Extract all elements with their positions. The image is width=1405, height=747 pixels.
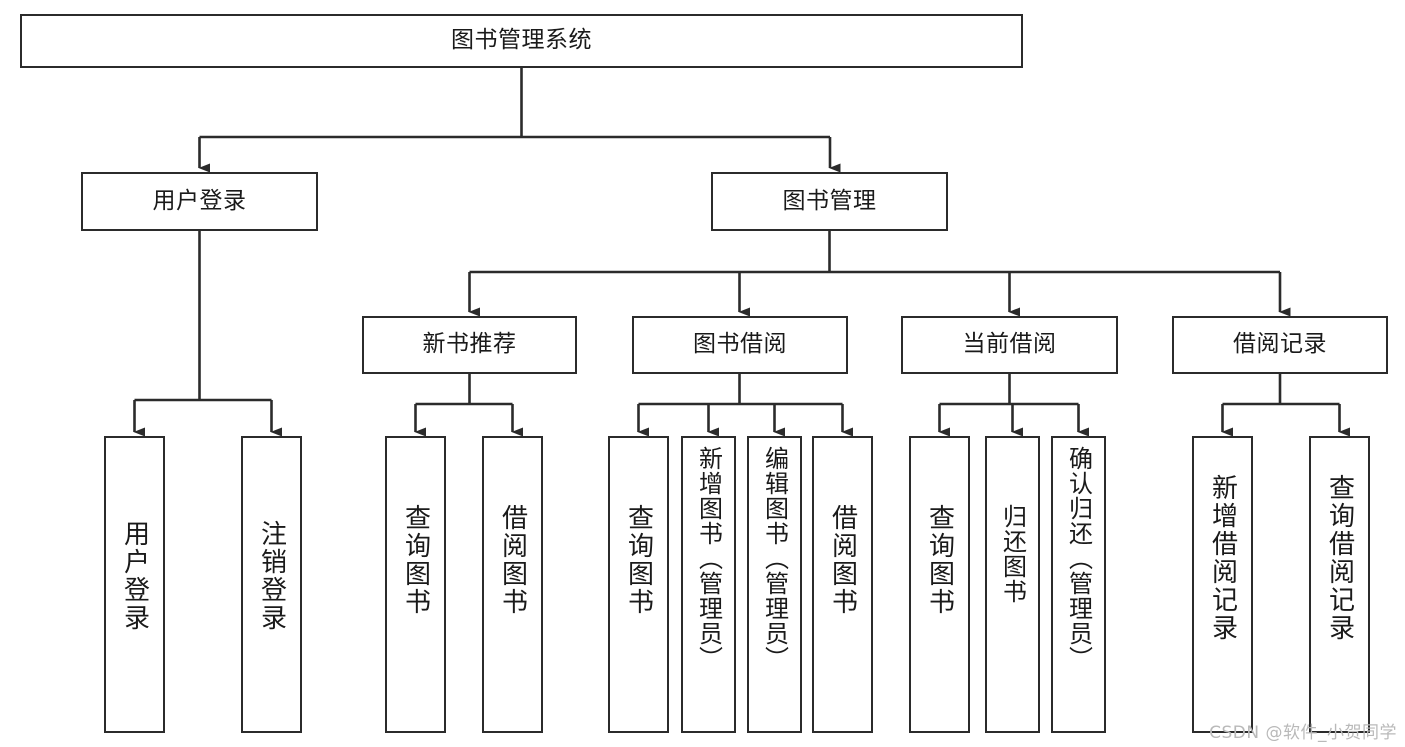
leaf-borrow-book-1[interactable]: 借阅图书: [482, 436, 543, 733]
leaf-confirm-return-label: 确认归还（管理员）: [1064, 446, 1093, 671]
leaf-user-login-label: 用户登录: [119, 520, 150, 632]
leaf-add-book[interactable]: 新增图书（管理员）: [681, 436, 736, 733]
node-root[interactable]: 图书管理系统: [20, 14, 1023, 68]
leaf-add-record-label: 新增借阅记录: [1207, 474, 1238, 642]
leaf-add-record[interactable]: 新增借阅记录: [1192, 436, 1253, 733]
csdn-watermark: CSDN @软件_小贺同学: [1209, 723, 1397, 743]
node-user-login[interactable]: 用户登录: [81, 172, 318, 231]
node-book-borrow[interactable]: 图书借阅: [632, 316, 848, 374]
leaf-query-record-label: 查询借阅记录: [1324, 474, 1355, 642]
leaf-edit-book[interactable]: 编辑图书（管理员）: [747, 436, 802, 733]
leaf-return-book-label: 归还图书: [998, 504, 1027, 604]
leaf-logout-label: 注销登录: [256, 520, 287, 632]
node-book-borrow-label: 图书借阅: [693, 331, 787, 358]
leaf-query-book-2-label: 查询图书: [623, 504, 654, 616]
leaf-query-book-2[interactable]: 查询图书: [608, 436, 669, 733]
leaf-add-book-label: 新增图书（管理员）: [694, 446, 723, 671]
leaf-logout[interactable]: 注销登录: [241, 436, 302, 733]
leaf-edit-book-label: 编辑图书（管理员）: [760, 446, 789, 671]
leaf-user-login[interactable]: 用户登录: [104, 436, 165, 733]
node-new-book-rec-label: 新书推荐: [422, 331, 517, 358]
node-book-manage[interactable]: 图书管理: [711, 172, 948, 231]
leaf-query-book-3-label: 查询图书: [924, 504, 955, 616]
leaf-query-record[interactable]: 查询借阅记录: [1309, 436, 1370, 733]
node-new-book-rec[interactable]: 新书推荐: [362, 316, 577, 374]
leaf-confirm-return[interactable]: 确认归还（管理员）: [1051, 436, 1106, 733]
node-book-manage-label: 图书管理: [782, 187, 877, 214]
node-borrow-record[interactable]: 借阅记录: [1172, 316, 1388, 374]
node-borrow-record-label: 借阅记录: [1233, 331, 1327, 358]
leaf-query-book-1-label: 查询图书: [400, 504, 431, 616]
leaf-query-book-1[interactable]: 查询图书: [385, 436, 446, 733]
node-current-borrow[interactable]: 当前借阅: [901, 316, 1118, 374]
node-user-login-label: 用户登录: [152, 187, 247, 214]
leaf-query-book-3[interactable]: 查询图书: [909, 436, 970, 733]
leaf-borrow-book-2[interactable]: 借阅图书: [812, 436, 873, 733]
leaf-borrow-book-1-label: 借阅图书: [497, 504, 528, 616]
node-root-label: 图书管理系统: [451, 27, 592, 54]
leaf-borrow-book-2-label: 借阅图书: [827, 504, 858, 616]
node-current-borrow-label: 当前借阅: [962, 331, 1057, 358]
leaf-return-book[interactable]: 归还图书: [985, 436, 1040, 733]
